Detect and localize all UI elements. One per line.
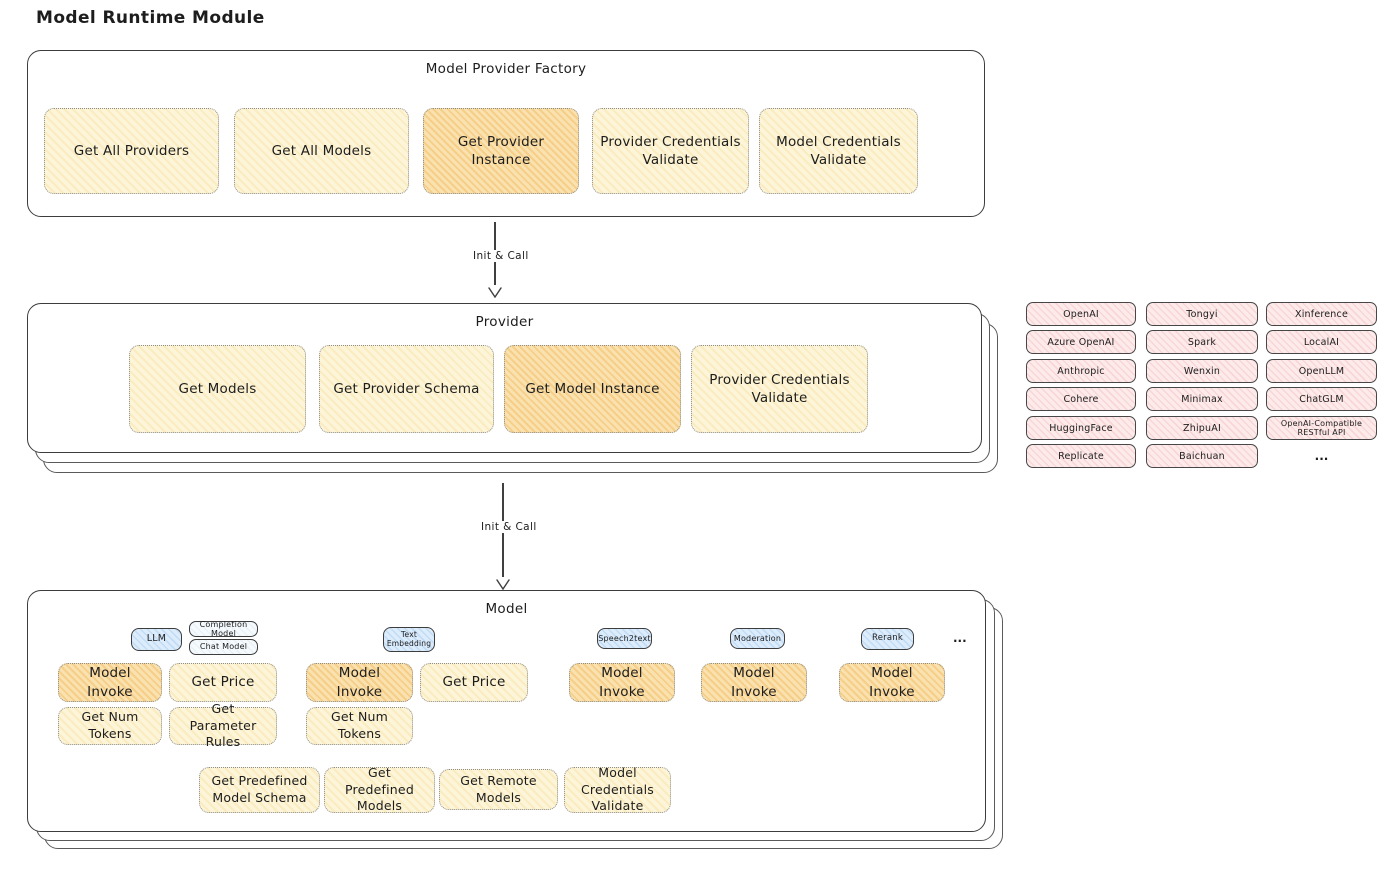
provider-item-localai: LocalAI <box>1266 330 1377 354</box>
llm-get-parameter-rules-box: Get Parameter Rules <box>169 701 277 749</box>
llm-get-price-box: Get Price <box>169 663 277 702</box>
text-embedding-get-price-box: Get Price <box>420 663 528 702</box>
factory-box-get-provider-instance: Get Provider Instance <box>423 108 579 194</box>
arrow-factory-to-provider-label: Init & Call <box>470 250 532 262</box>
tag-llm: LLM <box>131 628 182 651</box>
text-embedding-get-num-tokens-box: Get Num Tokens <box>306 707 413 745</box>
tag-completion-model: Completion Model <box>189 620 258 638</box>
provider-item-tongyi: Tongyi <box>1146 302 1258 326</box>
provider-item-azure-openai: Azure OpenAI <box>1026 330 1136 354</box>
llm-get-num-tokens-box: Get Num Tokens <box>58 707 162 745</box>
arrow-factory-to-provider-head <box>488 283 502 302</box>
arrow-provider-to-model-head <box>496 575 510 594</box>
factory-box-get-all-providers: Get All Providers <box>44 108 219 194</box>
provider-item-spark: Spark <box>1146 330 1258 354</box>
provider-item-huggingface: HuggingFace <box>1026 416 1136 440</box>
tag-moderation: Moderation <box>730 628 785 649</box>
provider-panel-title: Provider <box>475 314 534 330</box>
rerank-model-invoke-box: Model Invoke <box>839 663 945 702</box>
provider-item-baichuan: Baichuan <box>1146 444 1258 468</box>
tag-text-embedding: Text Embedding <box>383 627 435 652</box>
diagram-title: Model Runtime Module <box>36 8 265 28</box>
model-box-get-remote-models: Get Remote Models <box>439 769 558 810</box>
speech2text-model-invoke-box: Model Invoke <box>569 663 675 702</box>
provider-item-cohere: Cohere <box>1026 387 1136 411</box>
provider-box-get-model-instance: Get Model Instance <box>504 345 681 433</box>
factory-box-get-all-models: Get All Models <box>234 108 409 194</box>
text-embedding-model-invoke-box: Model Invoke <box>306 663 413 702</box>
provider-item-minimax: Minimax <box>1146 387 1258 411</box>
tag-speech2text: Speech2text <box>597 628 652 649</box>
factory-panel-title: Model Provider Factory <box>425 61 587 77</box>
provider-item-anthropic: Anthropic <box>1026 359 1136 383</box>
provider-box-get-provider-schema: Get Provider Schema <box>319 345 494 433</box>
provider-box-get-models: Get Models <box>129 345 306 433</box>
tag-rerank: Rerank <box>861 628 914 650</box>
provider-item-chatglm: ChatGLM <box>1266 387 1377 411</box>
factory-box-provider-credentials-validate: Provider Credentials Validate <box>592 108 749 194</box>
llm-model-invoke-box: Model Invoke <box>58 663 162 702</box>
model-box-get-predefined-model-schema: Get Predefined Model Schema <box>199 767 320 813</box>
provider-item-xinference: Xinference <box>1266 302 1377 326</box>
provider-item-wenxin: Wenxin <box>1146 359 1258 383</box>
provider-item-replicate: Replicate <box>1026 444 1136 468</box>
model-panel-title: Model <box>485 601 528 617</box>
provider-item-openllm: OpenLLM <box>1266 359 1377 383</box>
tag-chat-model: Chat Model <box>189 639 258 655</box>
model-box-model-credentials-validate: Model Credentials Validate <box>564 765 671 813</box>
model-tags-more-ellipsis: ... <box>953 631 967 645</box>
provider-list-more-ellipsis: ... <box>1314 449 1329 463</box>
arrow-provider-to-model-label: Init & Call <box>478 521 540 533</box>
model-box-get-predefined-models: Get Predefined Models <box>324 765 435 813</box>
provider-panel: Provider Get Models Get Provider Schema … <box>27 303 982 453</box>
factory-box-model-credentials-validate: Model Credentials Validate <box>759 108 918 194</box>
provider-item-zhipuai: ZhipuAI <box>1146 416 1258 440</box>
provider-item-openai: OpenAI <box>1026 302 1136 326</box>
model-panel: Model LLM Completion Model Chat Model Te… <box>27 590 986 832</box>
moderation-model-invoke-box: Model Invoke <box>701 663 807 702</box>
provider-item-openai-compatible-restful-api: OpenAI-Compatible RESTful API <box>1266 416 1377 440</box>
factory-panel: Model Provider Factory Get All Providers… <box>27 50 985 217</box>
provider-box-provider-credentials-validate: Provider Credentials Validate <box>691 345 868 433</box>
